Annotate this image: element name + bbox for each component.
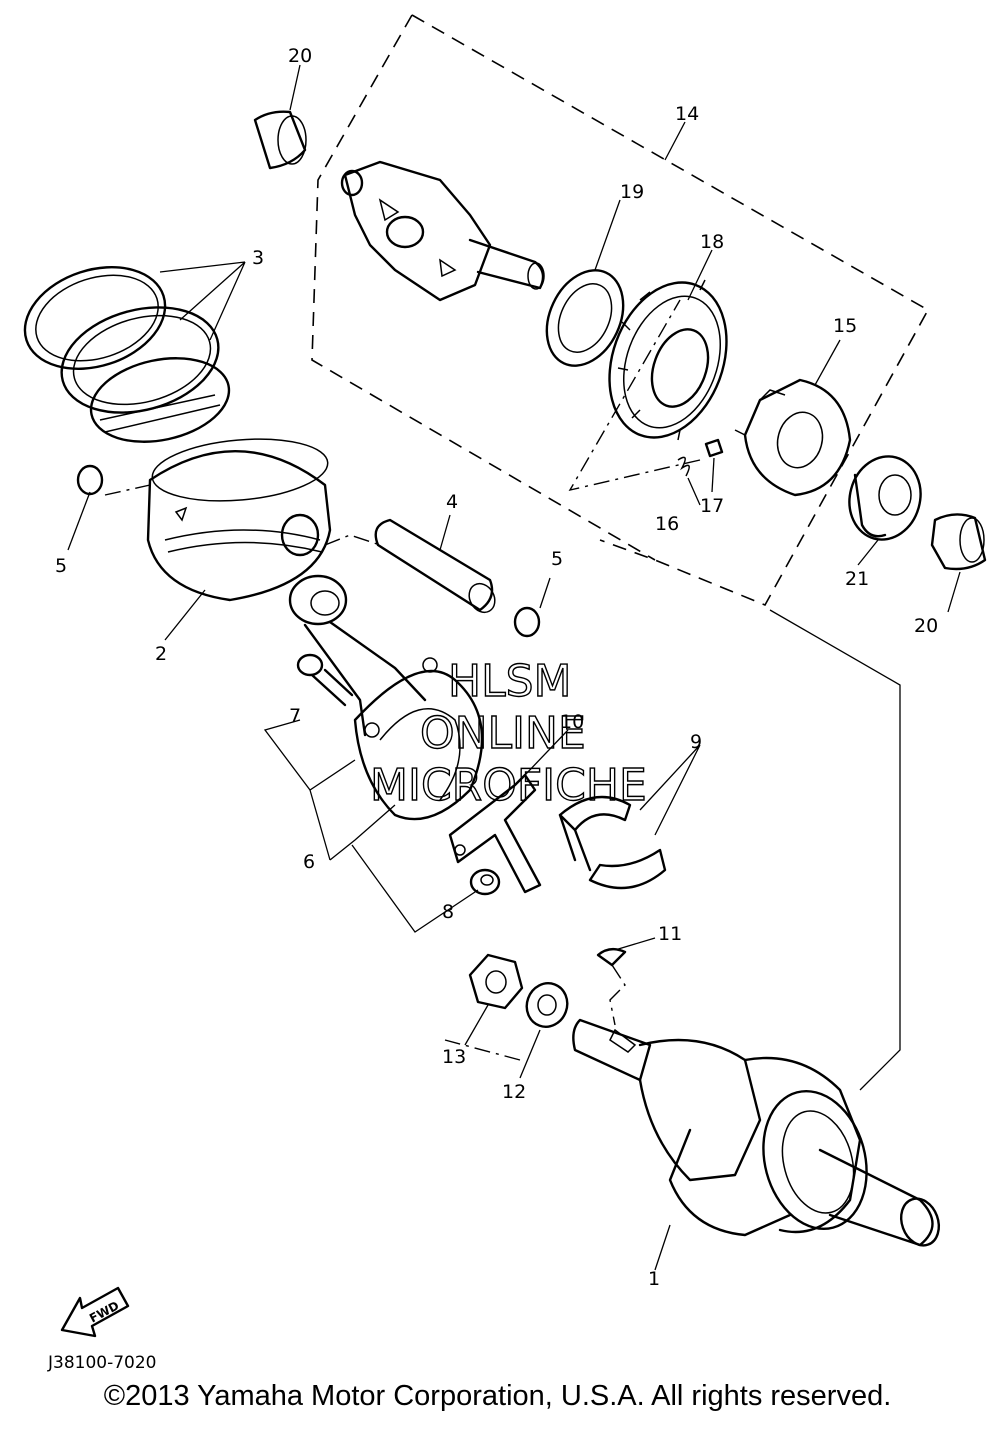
watermark-line-2: ONLINE bbox=[420, 708, 586, 759]
callout-20-top: 20 bbox=[288, 45, 312, 67]
balancer-shaft bbox=[340, 160, 545, 302]
callout-1: 1 bbox=[648, 1268, 660, 1290]
circlip-left bbox=[76, 464, 104, 496]
callouts: 1 2 3 4 5 5 6 7 8 9 10 11 12 13 14 15 16… bbox=[55, 45, 938, 1290]
callout-19: 19 bbox=[620, 181, 644, 203]
callout-3: 3 bbox=[252, 247, 264, 269]
callout-6: 6 bbox=[303, 851, 315, 873]
callout-5-right: 5 bbox=[551, 548, 563, 570]
conrod-nut bbox=[469, 868, 501, 896]
bearing-21 bbox=[848, 455, 922, 541]
callout-20-right: 20 bbox=[914, 615, 938, 637]
balancer-gear bbox=[608, 279, 728, 441]
callout-4: 4 bbox=[446, 491, 458, 513]
fwd-arrow: FWD bbox=[60, 1286, 130, 1338]
callout-17: 17 bbox=[700, 495, 724, 517]
callout-21: 21 bbox=[845, 568, 869, 590]
connecting-rod bbox=[288, 574, 484, 821]
bearing-halves bbox=[558, 795, 667, 890]
callout-7: 7 bbox=[289, 705, 301, 727]
watermark-line-3: MICROFICHE bbox=[370, 760, 647, 811]
callout-16: 16 bbox=[655, 513, 679, 535]
pin bbox=[704, 438, 724, 458]
spring bbox=[677, 456, 690, 477]
woodruff-key bbox=[596, 947, 627, 967]
callout-2: 2 bbox=[155, 643, 167, 665]
callout-12: 12 bbox=[502, 1081, 526, 1103]
alignment-lines bbox=[104, 299, 901, 1091]
balancer-washer bbox=[545, 269, 625, 367]
callout-11: 11 bbox=[658, 923, 682, 945]
oil-dipper bbox=[448, 773, 542, 894]
copyright-notice: ©2013 Yamaha Motor Corporation, U.S.A. A… bbox=[103, 1380, 892, 1412]
callout-13: 13 bbox=[442, 1046, 466, 1068]
bearing-20-right bbox=[930, 513, 987, 571]
callout-18: 18 bbox=[700, 231, 724, 253]
piston bbox=[146, 438, 332, 602]
washer bbox=[525, 982, 569, 1028]
bearing-20-top bbox=[253, 110, 307, 170]
circlip-right bbox=[513, 606, 541, 638]
piston-pin bbox=[374, 518, 496, 614]
watermark-line-1: HLSM bbox=[448, 656, 572, 707]
piston-rings bbox=[23, 266, 231, 443]
gear-hub bbox=[734, 378, 852, 497]
callout-14: 14 bbox=[675, 103, 699, 125]
callout-9: 9 bbox=[690, 731, 702, 753]
crank-nut bbox=[468, 953, 524, 1010]
conrod-bolt bbox=[296, 653, 354, 707]
assembly-14-outline bbox=[311, 14, 930, 607]
callout-15: 15 bbox=[833, 315, 857, 337]
callout-5-left: 5 bbox=[55, 555, 67, 577]
watermark: HLSM ONLINE MICROFICHE bbox=[369, 655, 647, 811]
leader-lines bbox=[67, 64, 961, 1271]
crankshaft bbox=[572, 1018, 941, 1247]
callout-10: 10 bbox=[560, 711, 584, 733]
callout-8: 8 bbox=[442, 901, 454, 923]
figure-code: J38100-7020 bbox=[47, 1353, 157, 1373]
